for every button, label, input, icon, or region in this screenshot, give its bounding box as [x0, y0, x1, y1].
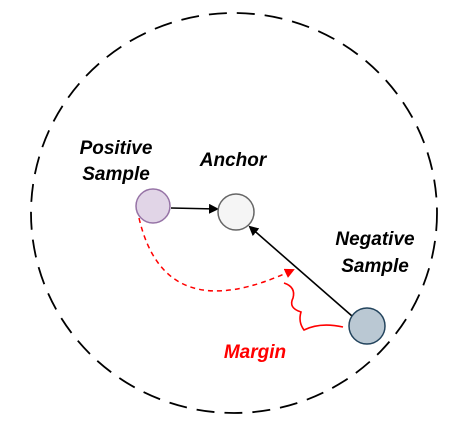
- negative-sample-label-line1: Negative: [335, 229, 415, 250]
- negative-sample-label-line2: Sample: [341, 256, 409, 277]
- embedding-space-boundary: [30, 12, 438, 414]
- positive-sample-node: [135, 188, 171, 224]
- positive-sample-label-line1: Positive: [80, 138, 153, 159]
- positive-to-anchor-arrow: [170, 203, 219, 214]
- negative-sample-node: [348, 307, 386, 345]
- anchor-node: [217, 193, 255, 231]
- margin-label: Margin: [224, 342, 286, 363]
- anchor-label: Anchor: [199, 150, 268, 171]
- negative-to-anchor-arrow: [248, 225, 353, 317]
- positive-sample-label-line2: Sample: [82, 164, 150, 185]
- positive-distance-arc: [138, 217, 295, 292]
- margin-brace: [283, 282, 344, 332]
